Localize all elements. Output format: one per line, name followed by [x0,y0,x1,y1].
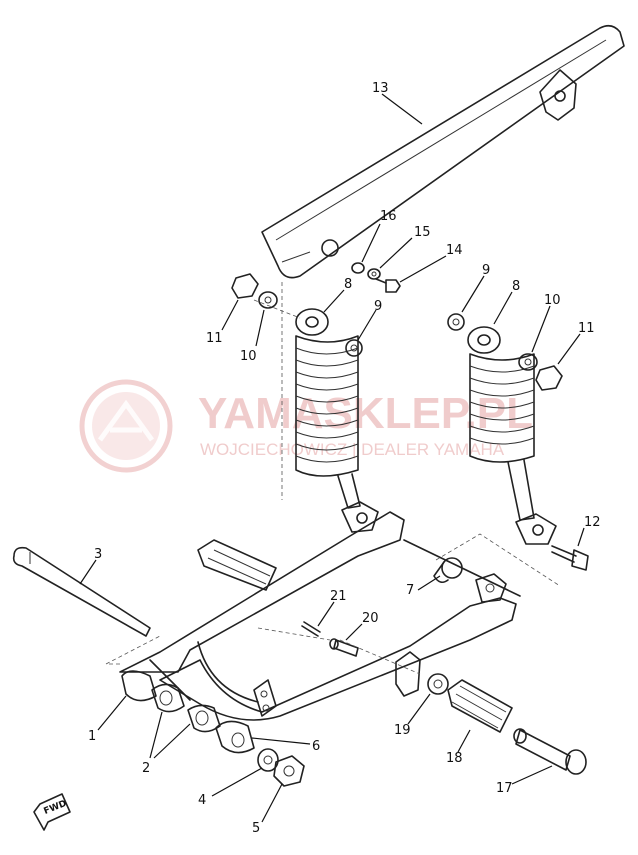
leader-lines [79,93,585,823]
callout-2: 2 [142,761,150,776]
part-9-washer-left [345,339,363,357]
part-11-nut-left [231,273,259,299]
callout-4: 4 [198,793,206,808]
callout-5: 5 [252,821,260,836]
callout-1: 1 [88,729,96,744]
callout-13: 13 [372,81,389,96]
part-10-washer-left [258,291,278,309]
callout-3: 3 [94,547,102,562]
callout-15: 15 [414,225,431,240]
callout-10-left: 10 [240,349,257,364]
callout-9-left: 9 [374,299,382,314]
part-7-bush [433,557,463,584]
part-3-pivot-shaft [12,546,151,637]
part-2-collar-a [151,683,185,713]
part-2-collar-b [187,704,221,733]
callout-14: 14 [446,243,463,258]
shock-spring-right [469,365,535,445]
callout-19: 19 [394,723,411,738]
part-16-collar [351,262,365,274]
part-1-bush [121,670,157,702]
fwd-direction-marker: FWD [33,793,71,831]
callout-11-right: 11 [578,321,595,336]
part-8-shock-absorber-right [467,326,557,545]
callout-18: 18 [446,751,463,766]
part-12-bolt [551,545,589,571]
part-17-footrest-shaft [513,728,587,775]
part-9-washer-right [447,313,465,331]
callout-9-right: 9 [482,263,490,278]
watermark-logo-icon [79,379,173,473]
part-5-nut [273,755,305,787]
callouts: 13 16 15 14 8 9 11 10 9 8 10 11 3 12 7 2… [88,81,601,836]
callout-8-right: 8 [512,279,520,294]
part-18-footrest-rubber [447,679,513,733]
swingarm-stopper-left [197,539,277,591]
part-19-washer [427,673,449,695]
shock-spring-left [295,347,359,463]
callout-17: 17 [496,781,513,796]
part-13-chain-guard [261,24,625,279]
callout-16: 16 [380,209,397,224]
callout-21: 21 [330,589,347,604]
part-15-washer [367,268,381,280]
part-14-bolt [375,278,401,293]
callout-12: 12 [584,515,601,530]
alignment-lines [105,282,561,675]
part-21-cotter-pin [301,621,321,637]
watermark-subtitle: WOJCIECHOWICZ | DEALER YAMAHA [200,440,505,459]
callout-20: 20 [362,611,379,626]
callout-8-left: 8 [344,277,352,292]
watermark-title: YAMASKLEP.PL [198,389,533,438]
callout-6: 6 [312,739,320,754]
callout-7: 7 [406,583,414,598]
part-10-washer-right [518,353,538,371]
part-6-bush [215,720,255,754]
swingarm [119,511,521,721]
part-11-nut-right [535,365,563,391]
callout-11-left: 11 [206,331,223,346]
callout-10-right: 10 [544,293,561,308]
part-4-washer [257,748,279,772]
watermark: YAMASKLEP.PL WOJCIECHOWICZ | DEALER YAMA… [79,379,533,473]
part-20-pin [329,638,359,657]
